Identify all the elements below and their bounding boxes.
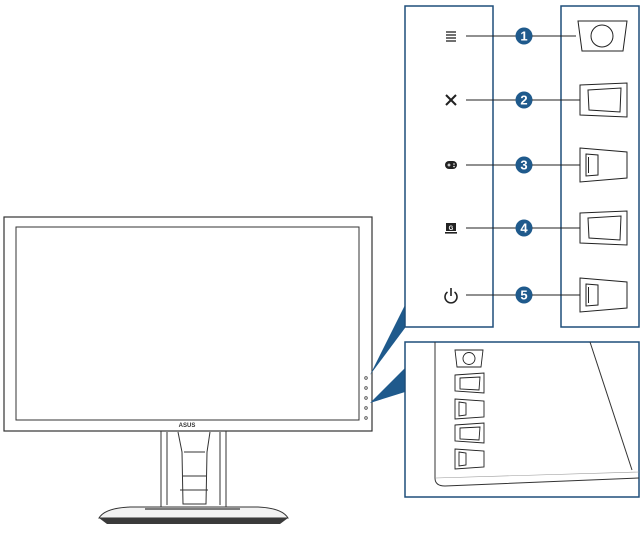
closeup-button-5 <box>454 448 485 470</box>
closeup-button-2 <box>454 372 485 394</box>
callout-badge-4: 4 <box>515 219 533 237</box>
callout-pointer-lower <box>370 368 405 403</box>
svg-text:4: 4 <box>520 221 528 236</box>
gameplus-icon <box>445 161 457 169</box>
button-shape-trapezoid-2 <box>579 210 628 246</box>
callout-badge-5: 5 <box>515 286 533 304</box>
callout-row-1: 1 <box>446 20 628 52</box>
monitor: ASUS <box>3 216 373 524</box>
button-shape-trapezoid <box>579 82 628 118</box>
callout-pointer-upper <box>370 305 405 375</box>
callout-row-3: 3 <box>445 147 628 183</box>
button-shape-slot-a <box>579 147 628 183</box>
monitor-stand-neck <box>160 430 227 511</box>
svg-text:2: 2 <box>520 93 527 108</box>
callout-badge-2: 2 <box>515 91 533 109</box>
svg-text:1: 1 <box>520 29 527 44</box>
closeup-panel <box>404 341 640 498</box>
callout-badge-1: 1 <box>515 27 533 45</box>
closeup-button-1 <box>454 349 484 368</box>
svg-text:G: G <box>449 226 454 232</box>
gamevisual-icon: G <box>445 223 457 234</box>
monitor-screen <box>15 226 360 421</box>
callout-row-5: 5 <box>444 277 628 313</box>
closeup-button-3 <box>454 398 485 420</box>
brand-logo: ASUS <box>179 423 196 429</box>
callout-badge-3: 3 <box>515 156 533 174</box>
monitor-stand-base <box>98 506 289 524</box>
svg-text:5: 5 <box>520 288 527 303</box>
button-shape-slot-b <box>579 277 628 313</box>
svg-text:3: 3 <box>520 158 527 173</box>
button-shape-panel <box>560 5 640 328</box>
callout-row-4: G 4 <box>445 210 628 246</box>
closeup-button-4 <box>454 422 485 444</box>
menu-icon <box>446 31 456 42</box>
power-icon <box>444 288 458 304</box>
monitor-side-buttons <box>364 376 368 420</box>
button-shape-round <box>577 20 628 52</box>
callout-row-2: 2 <box>445 82 628 118</box>
close-icon <box>445 94 457 106</box>
